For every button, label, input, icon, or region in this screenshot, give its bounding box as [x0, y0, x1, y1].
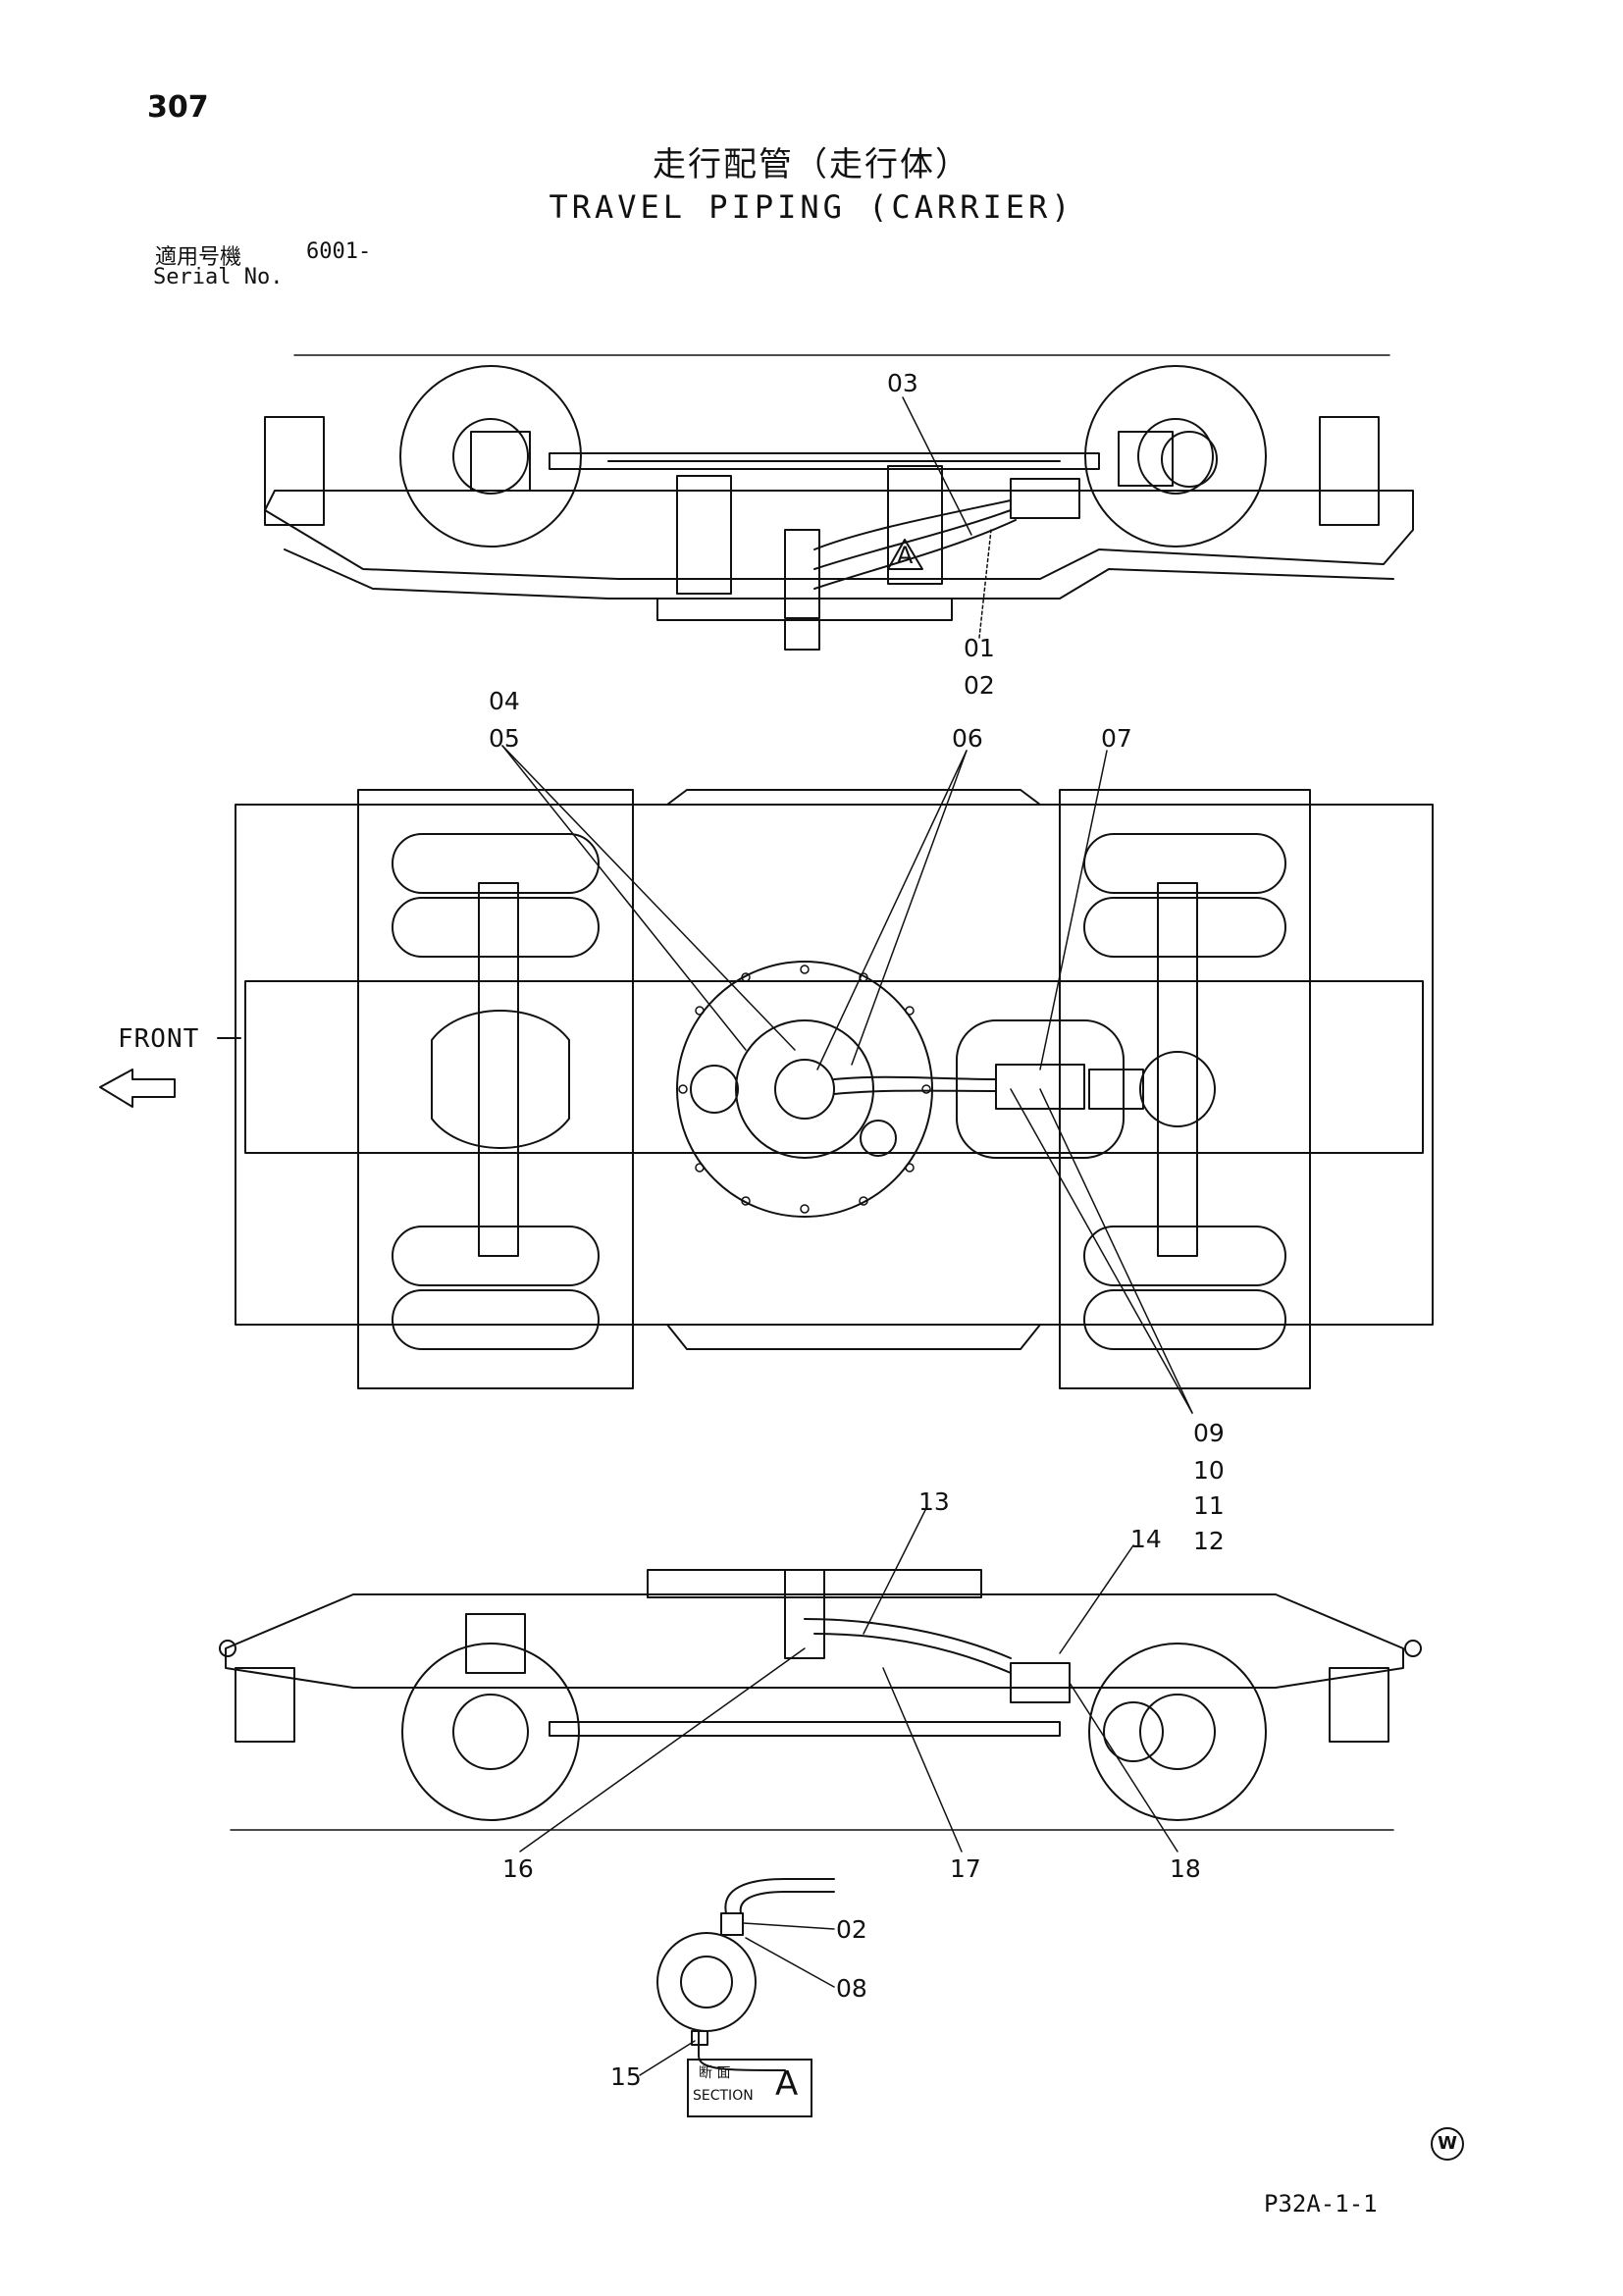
- w-mark-icon: W: [1431, 2127, 1464, 2161]
- callout-13: 13: [918, 1487, 950, 1516]
- callout-10: 10: [1193, 1456, 1225, 1485]
- section-a-detail: [656, 1878, 835, 2071]
- serial-value: 6001-: [306, 239, 372, 264]
- callout-09: 09: [1193, 1419, 1225, 1447]
- section-label-japanese: 断 面: [699, 2065, 731, 2081]
- callout-16: 16: [502, 1854, 534, 1883]
- title-english: TRAVEL PIPING (CARRIER): [549, 188, 1074, 226]
- front-label: FRONT: [118, 1024, 200, 1054]
- callout-07: 07: [1101, 724, 1132, 753]
- callout-04: 04: [489, 687, 520, 715]
- title-japanese: 走行配管（走行体）: [653, 145, 970, 184]
- callout-12: 12: [1193, 1527, 1225, 1555]
- serial-label-english: Serial No.: [153, 265, 284, 289]
- page-number: 307: [147, 90, 209, 125]
- callout-17: 17: [950, 1854, 981, 1883]
- top-side-view: [264, 354, 1414, 651]
- section-label-english: SECTION: [693, 2088, 754, 2104]
- leader-lines: [501, 396, 1193, 2076]
- callout-section-02: 02: [836, 1915, 867, 1944]
- section-label-box: [687, 2059, 812, 2117]
- callout-18: 18: [1170, 1854, 1201, 1883]
- callout-11: 11: [1193, 1491, 1225, 1520]
- bottom-side-view: [219, 1569, 1422, 1831]
- plan-view: [99, 789, 1434, 1389]
- callout-14: 14: [1130, 1525, 1162, 1553]
- serial-label-japanese: 適用号機: [155, 245, 242, 270]
- callout-06: 06: [952, 724, 983, 753]
- callout-02: 02: [964, 671, 995, 700]
- callout-section-15: 15: [610, 2062, 642, 2091]
- callout-section-08: 08: [836, 1974, 867, 2003]
- section-view-letter: A: [775, 2064, 799, 2104]
- callout-05: 05: [489, 724, 520, 753]
- callout-03: 03: [887, 369, 918, 397]
- section-a-marker: A: [897, 542, 914, 569]
- callout-01: 01: [964, 634, 995, 662]
- document-code: P32A-1-1: [1264, 2190, 1378, 2218]
